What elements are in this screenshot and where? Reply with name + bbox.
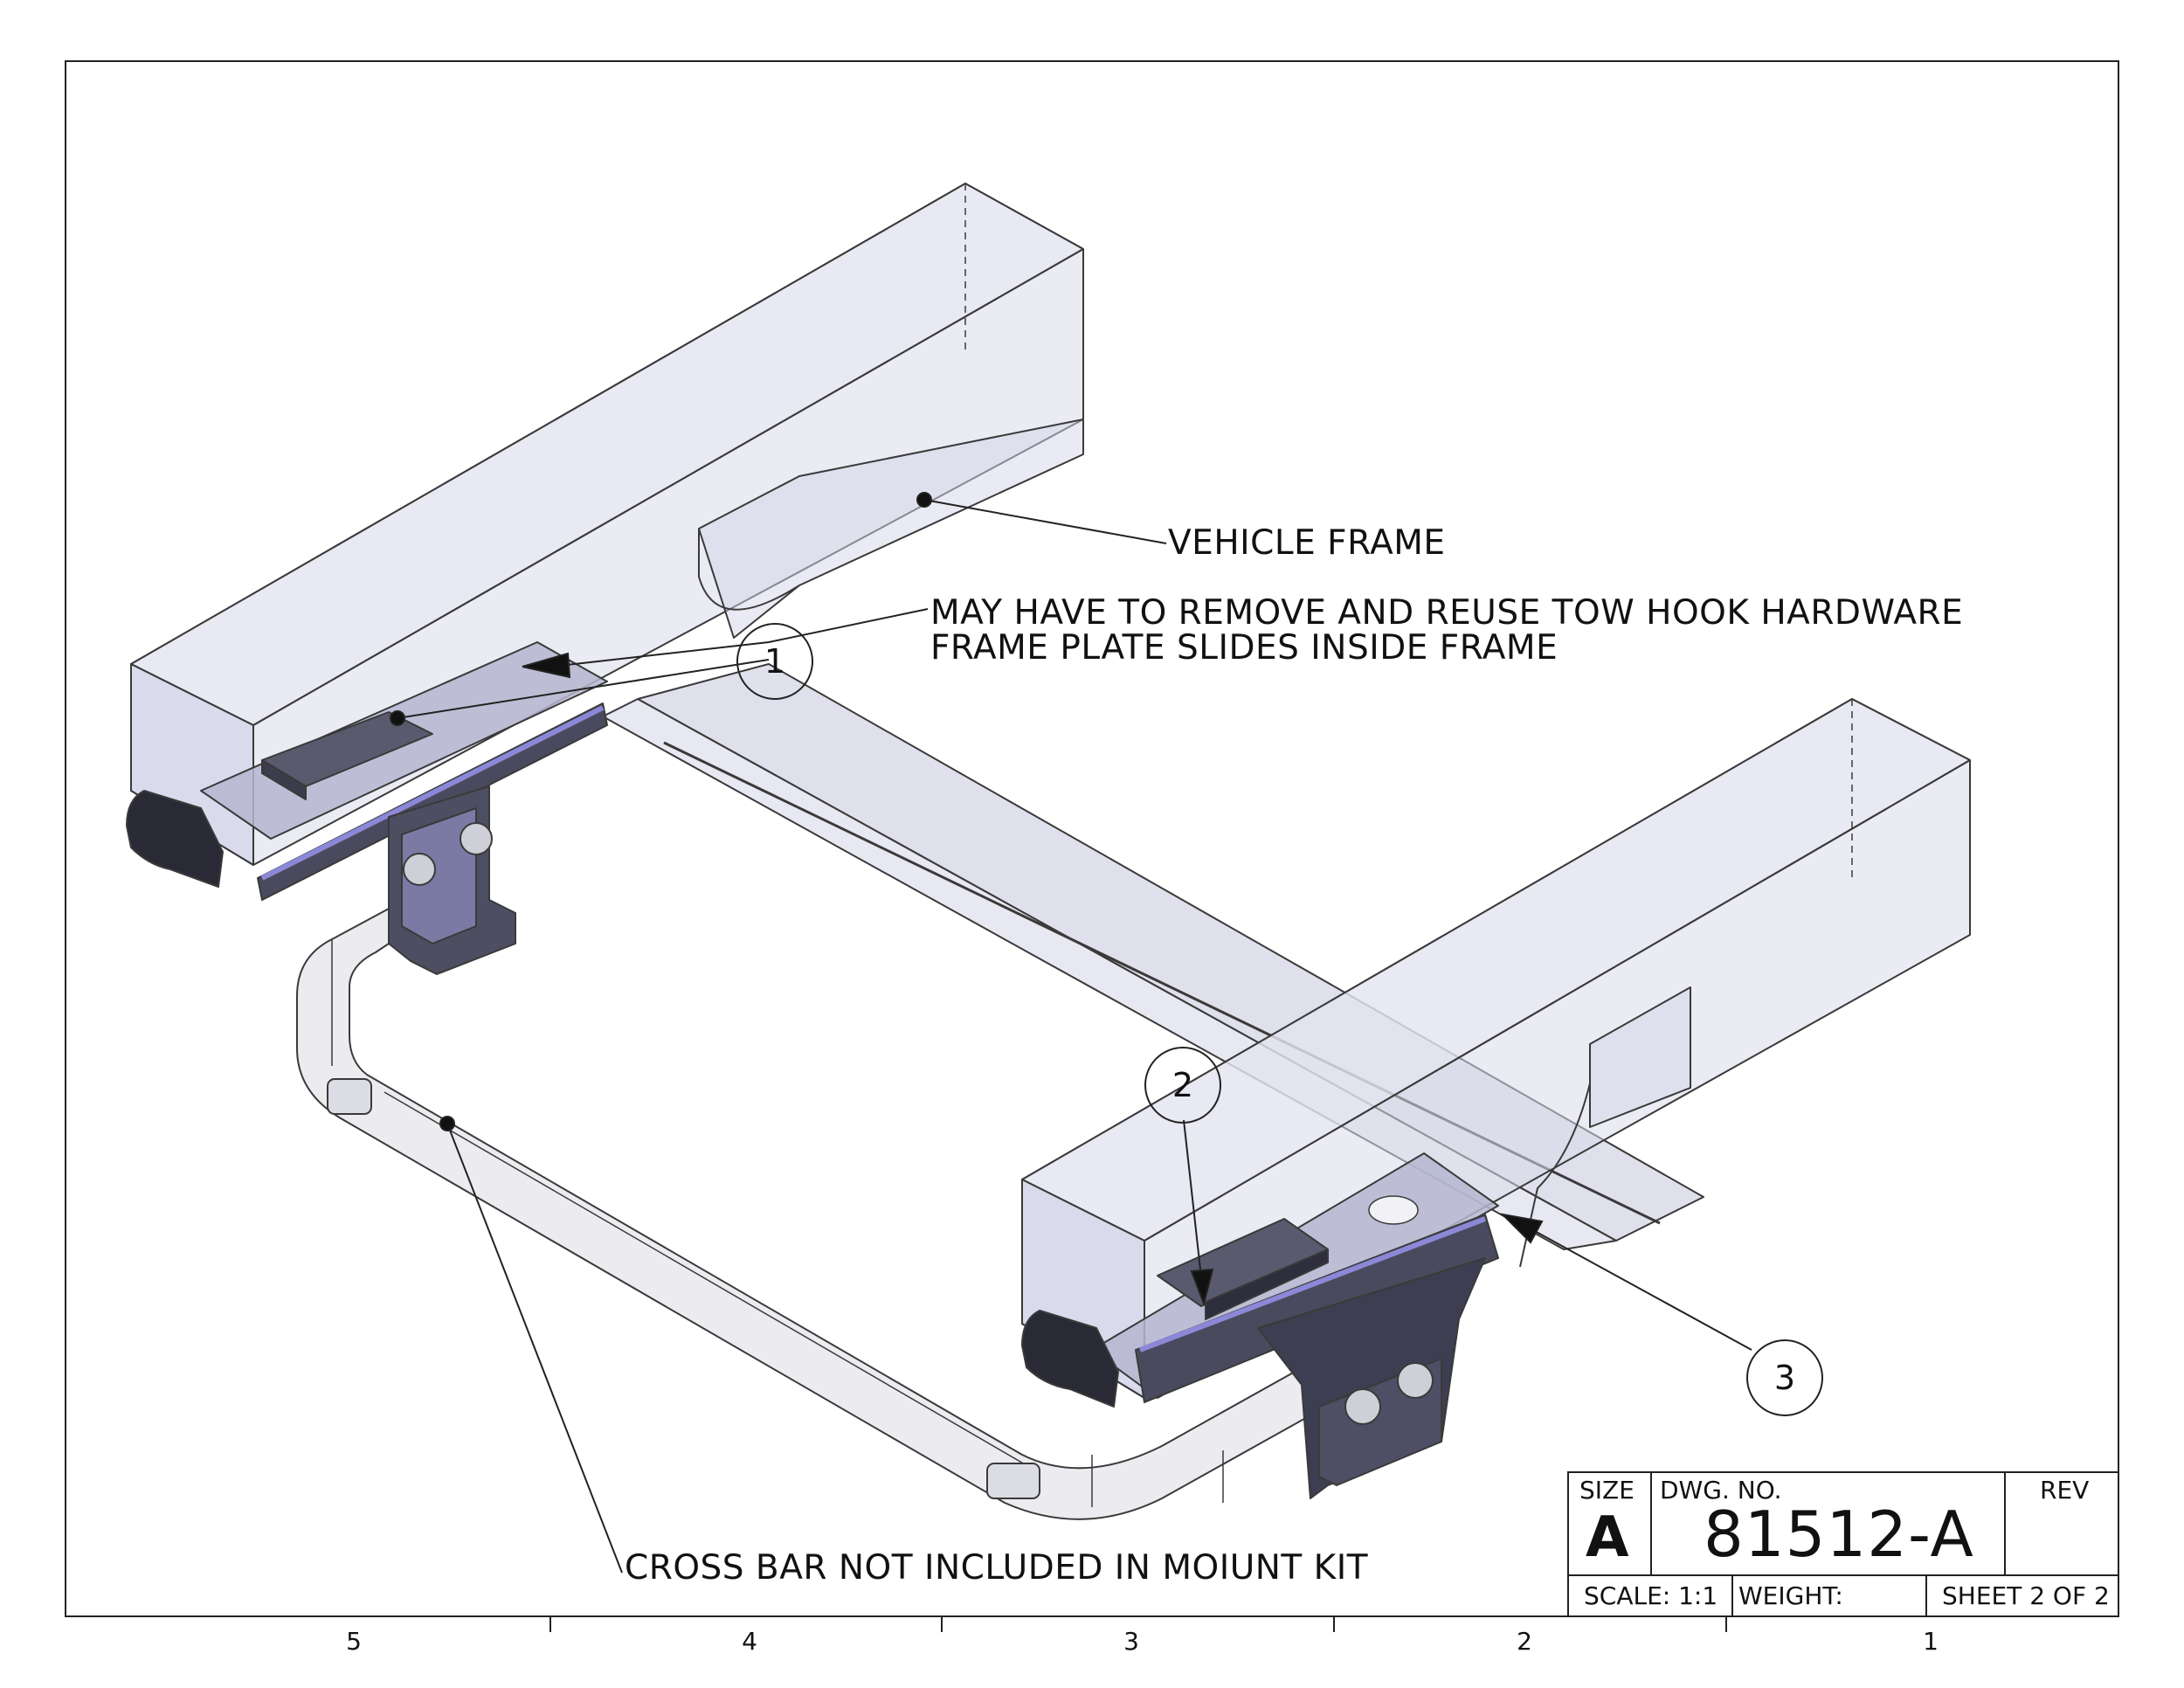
right-frame-rail [1021,698,1971,1399]
left-mount-bracket [126,641,608,975]
title-block [1567,1471,2119,1617]
isometric-assembly [126,183,1971,1520]
leader-lines [390,492,1752,1574]
title-block-dwg-no-value: 81512-A [1704,1498,1974,1571]
note-tow-hook-line1: MAY HAVE TO REMOVE AND REUSE TOW HOOK HA… [930,593,1964,633]
note-tow-hook-line2: FRAME PLATE SLIDES INSIDE FRAME [930,628,1559,668]
title-block-scale: SCALE: 1:1 [1584,1581,1718,1610]
balloon-2-label: 2 [1171,1066,1194,1104]
title-block-dwg-no-label: DWG. NO. [1660,1476,1782,1505]
title-block-weight: WEIGHT: [1738,1581,1843,1610]
balloons [736,623,1823,1416]
balloon-3 [1746,1339,1823,1416]
title-block-size-value: A [1586,1505,1629,1570]
balloon-1-label: 1 [764,642,786,681]
title-block-rev-label: REV [2040,1476,2090,1505]
left-frame-step [698,419,1084,639]
balloon-2 [1144,1047,1221,1124]
title-block-size-label: SIZE [1579,1476,1635,1505]
note-vehicle-frame: VEHICLE FRAME [1168,523,1446,563]
right-mount-bracket [1021,1152,1499,1499]
zone-label-4: 4 [742,1627,757,1656]
zone-label-1: 1 [1923,1627,1939,1656]
zone-label-5: 5 [346,1627,362,1656]
zone-ticks [549,1616,1727,1632]
balloon-3-label: 3 [1773,1359,1796,1397]
balloon-1 [736,623,813,700]
cross-bar [296,908,1311,1520]
note-cross-bar: CROSS BAR NOT INCLUDED IN MOIUNT KIT [625,1548,1369,1588]
zone-label-3: 3 [1123,1627,1139,1656]
title-block-sheet: SHEET 2 OF 2 [1942,1581,2110,1610]
zone-label-2: 2 [1517,1627,1532,1656]
left-frame-rail [130,183,1084,866]
drawing-border [65,60,2119,1617]
